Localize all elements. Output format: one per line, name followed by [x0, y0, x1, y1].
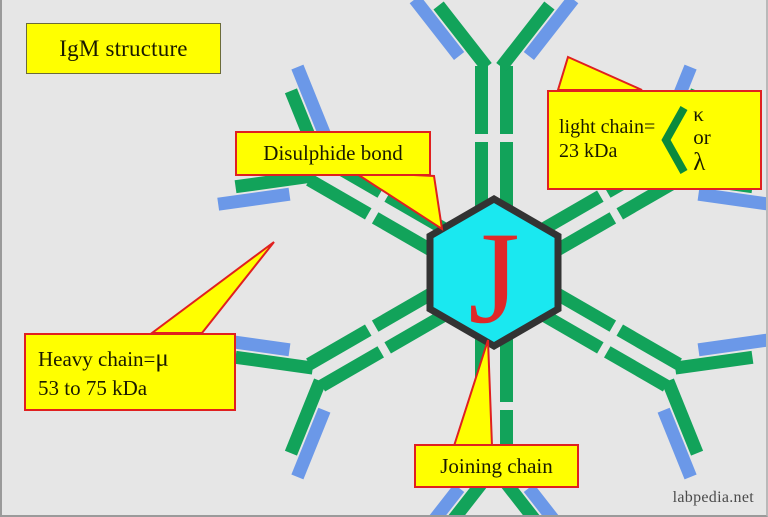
light-chain-kappa: κ: [693, 102, 704, 127]
joining-chain-pointer: [452, 339, 494, 447]
joining-chain-callout: Joining chain: [414, 444, 579, 488]
disulphide-bond-label: Disulphide bond: [263, 141, 403, 165]
disulphide-bond-callout: Disulphide bond: [235, 131, 431, 176]
title-label: IgM structure: [59, 35, 188, 61]
watermark: labpedia.net: [672, 489, 754, 506]
light-chain-callout: light chain= 23 kDa κ or λ: [547, 90, 762, 190]
light-chain-line1: light chain=: [559, 116, 656, 139]
heavy-chain-pointer: [148, 241, 275, 334]
title-box: IgM structure: [26, 23, 221, 74]
light-chain-bracket-icon: [661, 106, 688, 174]
joining-chain-letter: J: [468, 204, 519, 351]
heavy-chain-mu: μ: [155, 345, 169, 373]
light-chain-lambda: λ: [693, 149, 706, 177]
heavy-chain-line2: 53 to 75 kDa: [38, 375, 148, 400]
light-chain-or: or: [693, 125, 711, 150]
heavy-chain-line1: Heavy chain=: [38, 347, 156, 372]
light-chain-line2: 23 kDa: [559, 140, 618, 162]
light-chain-pointer: [556, 55, 643, 91]
heavy-chain-callout: Heavy chain=μ 53 to 75 kDa: [24, 333, 236, 411]
disulphide-pointer: [350, 170, 444, 232]
joining-chain-label: Joining chain: [440, 453, 553, 478]
joining-chain-hexagon: [426, 194, 562, 351]
